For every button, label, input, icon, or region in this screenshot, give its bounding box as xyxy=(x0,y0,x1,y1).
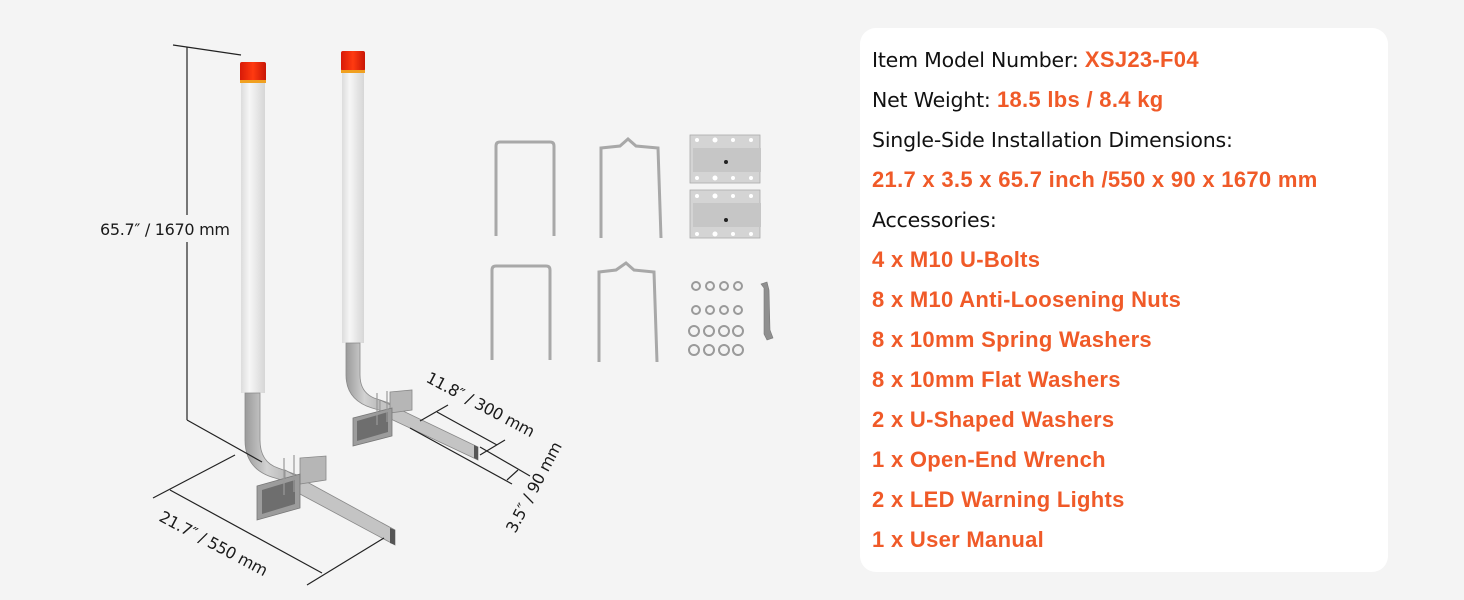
accessory-text: 2 x U-Shaped Washers xyxy=(872,407,1115,432)
accessory-text: 4 x M10 U-Bolts xyxy=(872,247,1041,272)
width-dimension-line xyxy=(152,419,385,586)
dimensions-value-row: 21.7 x 3.5 x 65.7 inch /550 x 90 x 1670 … xyxy=(872,167,1318,193)
right-pole-assembly xyxy=(341,51,479,461)
u-bolts xyxy=(490,137,663,363)
accessory-text: 1 x User Manual xyxy=(872,527,1045,552)
product-drawing xyxy=(152,44,774,586)
nuts-and-washers xyxy=(688,281,744,356)
height-dimension-line xyxy=(172,44,242,420)
net-weight-value: 18.5 lbs / 8.4 kg xyxy=(996,87,1164,112)
accessory-text: 8 x 10mm Flat Washers xyxy=(872,367,1121,392)
left-pole-assembly xyxy=(240,62,396,546)
dimensions-label: Single-Side Installation Dimensions: xyxy=(872,128,1233,152)
dimensions-label-row: Single-Side Installation Dimensions: xyxy=(872,127,1233,153)
accessory-text: 8 x 10mm Spring Washers xyxy=(872,327,1152,352)
accessory-item: 4 x M10 U-Bolts xyxy=(872,247,1040,273)
model-number-label: Item Model Number: xyxy=(872,48,1085,72)
net-weight-label: Net Weight: xyxy=(872,88,997,112)
accessory-text: 8 x M10 Anti-Loosening Nuts xyxy=(872,287,1182,312)
net-weight-row: Net Weight: 18.5 lbs / 8.4 kg xyxy=(872,87,1163,113)
accessory-item: 8 x 10mm Flat Washers xyxy=(872,367,1121,393)
accessory-item: 2 x U-Shaped Washers xyxy=(872,407,1114,433)
accessories-label-row: Accessories: xyxy=(872,207,997,233)
height-dimension-label: 65.7″ / 1670 mm xyxy=(100,220,230,239)
mounting-plates xyxy=(689,134,761,239)
accessory-item: 2 x LED Warning Lights xyxy=(872,487,1125,513)
model-number-row: Item Model Number: XSJ23-F04 xyxy=(872,47,1199,73)
product-illustration: 65.7″ / 1670 mm 21.7″ / 550 mm 11.8″ / 3… xyxy=(100,44,774,586)
led-warning-light-icon xyxy=(240,62,266,82)
accessories-label: Accessories: xyxy=(872,208,997,232)
accessory-text: 2 x LED Warning Lights xyxy=(872,487,1125,512)
accessory-item: 8 x 10mm Spring Washers xyxy=(872,327,1152,353)
arm-dimension-line xyxy=(409,404,531,485)
accessory-item: 8 x M10 Anti-Loosening Nuts xyxy=(872,287,1181,313)
accessory-item: 1 x User Manual xyxy=(872,527,1044,553)
dimensions-value: 21.7 x 3.5 x 65.7 inch /550 x 90 x 1670 … xyxy=(872,167,1318,192)
led-warning-light-icon xyxy=(341,51,365,71)
model-number-value: XSJ23-F04 xyxy=(1084,47,1199,72)
accessory-item: 1 x Open-End Wrench xyxy=(872,447,1106,473)
specifications-panel: Item Model Number: XSJ23-F04 Net Weight:… xyxy=(860,28,1388,572)
open-end-wrench-icon xyxy=(760,281,774,341)
accessory-text: 1 x Open-End Wrench xyxy=(872,447,1106,472)
